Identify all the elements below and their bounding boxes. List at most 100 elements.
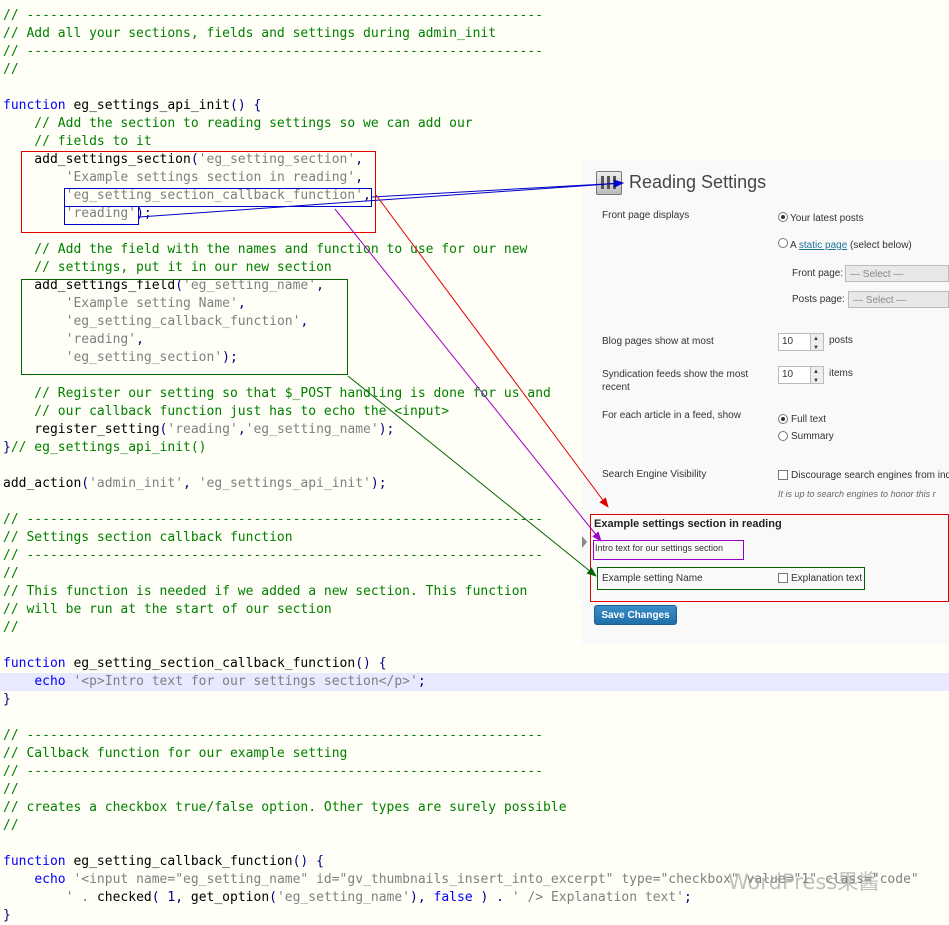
code-token bbox=[3, 872, 34, 887]
code-token: add_settings_field bbox=[3, 278, 176, 293]
static-page-link[interactable]: static page bbox=[798, 240, 848, 251]
latest-posts-radio[interactable] bbox=[778, 212, 788, 222]
code-line: add_settings_section('eg_setting_section… bbox=[3, 151, 363, 169]
code-line: function eg_setting_section_callback_fun… bbox=[3, 655, 387, 673]
code-token: ); bbox=[378, 422, 395, 437]
code-token: // creates a checkbox true/false option.… bbox=[3, 800, 567, 815]
posts-page-select[interactable]: — Select — bbox=[848, 291, 949, 308]
code-token bbox=[3, 332, 66, 347]
intro-text: Intro text for our settings section bbox=[595, 543, 724, 553]
code-token: } bbox=[3, 440, 11, 455]
code-token bbox=[3, 890, 66, 905]
code-line: add_settings_field('eg_setting_name', bbox=[3, 277, 324, 295]
code-line: // creates a checkbox true/false option.… bbox=[3, 799, 567, 817]
latest-posts-label: Your latest posts bbox=[790, 213, 864, 224]
front-page-select[interactable]: — Select — bbox=[845, 265, 949, 282]
reading-settings-panel: Reading Settings Front page displays You… bbox=[582, 160, 949, 644]
explanation-checkbox[interactable] bbox=[778, 573, 788, 583]
code-token: , bbox=[136, 332, 144, 347]
syndication-label: Syndication feeds show the most recent bbox=[602, 369, 749, 393]
code-token: ; bbox=[417, 674, 426, 689]
code-line: // fields to it bbox=[3, 133, 152, 151]
code-line: // will be run at the start of our secti… bbox=[3, 601, 332, 619]
code-line: // -------------------------------------… bbox=[3, 727, 543, 745]
code-token: echo bbox=[34, 674, 66, 689]
code-token: // Settings section callback function bbox=[3, 530, 293, 545]
summary-label: Summary bbox=[791, 431, 834, 442]
code-token: 'Example settings section in reading' bbox=[65, 170, 356, 185]
code-line: 'Example setting Name', bbox=[3, 295, 246, 313]
code-token: () { bbox=[355, 656, 387, 671]
code-token: 'eg_setting_name' bbox=[245, 422, 379, 437]
code-token: // Add the section to reading settings s… bbox=[3, 116, 473, 131]
search-visibility-label: Search Engine Visibility bbox=[602, 469, 707, 480]
code-token: ( 1, bbox=[151, 890, 191, 905]
stepper-icon[interactable] bbox=[810, 331, 823, 356]
code-token: , bbox=[355, 170, 364, 185]
code-token: ( bbox=[269, 890, 277, 905]
code-token: eg_setting_callback_function bbox=[65, 854, 293, 869]
code-token: // bbox=[3, 566, 19, 581]
code-token: eg_settings_api_init bbox=[65, 98, 230, 113]
code-line: echo '<p>Intro text for our settings sec… bbox=[3, 673, 426, 691]
code-line: // Register our setting so that $_POST h… bbox=[3, 385, 551, 403]
code-token: , bbox=[300, 314, 309, 329]
watermark: WordPress果酱 bbox=[728, 870, 880, 894]
full-text-label: Full text bbox=[791, 414, 827, 425]
code-line: // bbox=[3, 61, 19, 79]
code-line: 'eg_setting_section'); bbox=[3, 349, 238, 367]
code-token: ' . bbox=[65, 890, 97, 905]
code-token: // -------------------------------------… bbox=[3, 8, 544, 23]
search-visibility-text: Discourage search engines from ind bbox=[791, 470, 949, 481]
save-changes-button[interactable]: Save Changes bbox=[594, 605, 677, 625]
code-token: 'Example setting Name' bbox=[65, 296, 238, 311]
code-token: , bbox=[183, 476, 199, 491]
search-visibility-hint: It is up to search engines to honor this… bbox=[778, 489, 936, 499]
syndication-input[interactable]: 10 bbox=[778, 364, 824, 389]
code-token: // will be run at the start of our secti… bbox=[3, 602, 332, 617]
code-line: add_action('admin_init', 'eg_settings_ap… bbox=[3, 475, 387, 493]
blog-pages-input[interactable]: 10 bbox=[778, 331, 824, 356]
static-page-radio[interactable] bbox=[778, 238, 788, 248]
code-line: register_setting('reading','eg_setting_n… bbox=[3, 421, 394, 439]
code-token: // Add the field with the names and func… bbox=[3, 242, 528, 257]
code-token: 'eg_setting_section' bbox=[65, 350, 223, 365]
code-line: // Add all your sections, fields and set… bbox=[3, 25, 496, 43]
search-visibility-checkbox[interactable] bbox=[778, 470, 788, 480]
code-token bbox=[3, 170, 66, 185]
full-text-radio[interactable] bbox=[778, 414, 788, 424]
code-token: // bbox=[3, 62, 19, 77]
code-line: 'reading'); bbox=[3, 205, 152, 223]
code-line: // -------------------------------------… bbox=[3, 43, 543, 61]
code-line: // Callback function for our example set… bbox=[3, 745, 347, 763]
code-token bbox=[3, 206, 66, 221]
code-token: ' /> Explanation text' bbox=[511, 890, 684, 905]
current-line-highlight bbox=[0, 673, 949, 691]
code-token: () { bbox=[230, 98, 262, 113]
summary-radio[interactable] bbox=[778, 431, 788, 441]
code-token: // fields to it bbox=[3, 134, 152, 149]
code-token: // bbox=[3, 620, 19, 635]
code-token: ); bbox=[222, 350, 238, 365]
code-token: 'reading' bbox=[167, 422, 238, 437]
static-page-label: A static page (select below) bbox=[790, 240, 912, 251]
code-line: // our callback function just has to ech… bbox=[3, 403, 449, 421]
code-line: // -------------------------------------… bbox=[3, 511, 543, 529]
code-token: // Add all your sections, fields and set… bbox=[3, 26, 497, 41]
code-token: '<input name="eg_setting_name" id="gv_th… bbox=[73, 872, 919, 887]
code-token: 'eg_setting_section_callback_function' bbox=[65, 188, 364, 203]
code-token: 'eg_setting_name' bbox=[276, 890, 411, 905]
code-line: 'eg_setting_section_callback_function', bbox=[3, 187, 371, 205]
code-line: // bbox=[3, 817, 19, 835]
code-line: function eg_settings_api_init() { bbox=[3, 97, 261, 115]
static-prefix: A bbox=[790, 240, 799, 251]
collapse-arrow-icon[interactable] bbox=[582, 536, 587, 548]
code-line: // -------------------------------------… bbox=[3, 763, 543, 781]
code-line: } bbox=[3, 907, 11, 925]
code-token: add_settings_section bbox=[3, 152, 191, 167]
code-token: // -------------------------------------… bbox=[3, 548, 544, 563]
code-line: // Settings section callback function bbox=[3, 529, 293, 547]
code-line: // settings, put it in our new section bbox=[3, 259, 331, 277]
stepper-icon[interactable] bbox=[810, 364, 823, 389]
code-line: function eg_setting_callback_function() … bbox=[3, 853, 324, 871]
